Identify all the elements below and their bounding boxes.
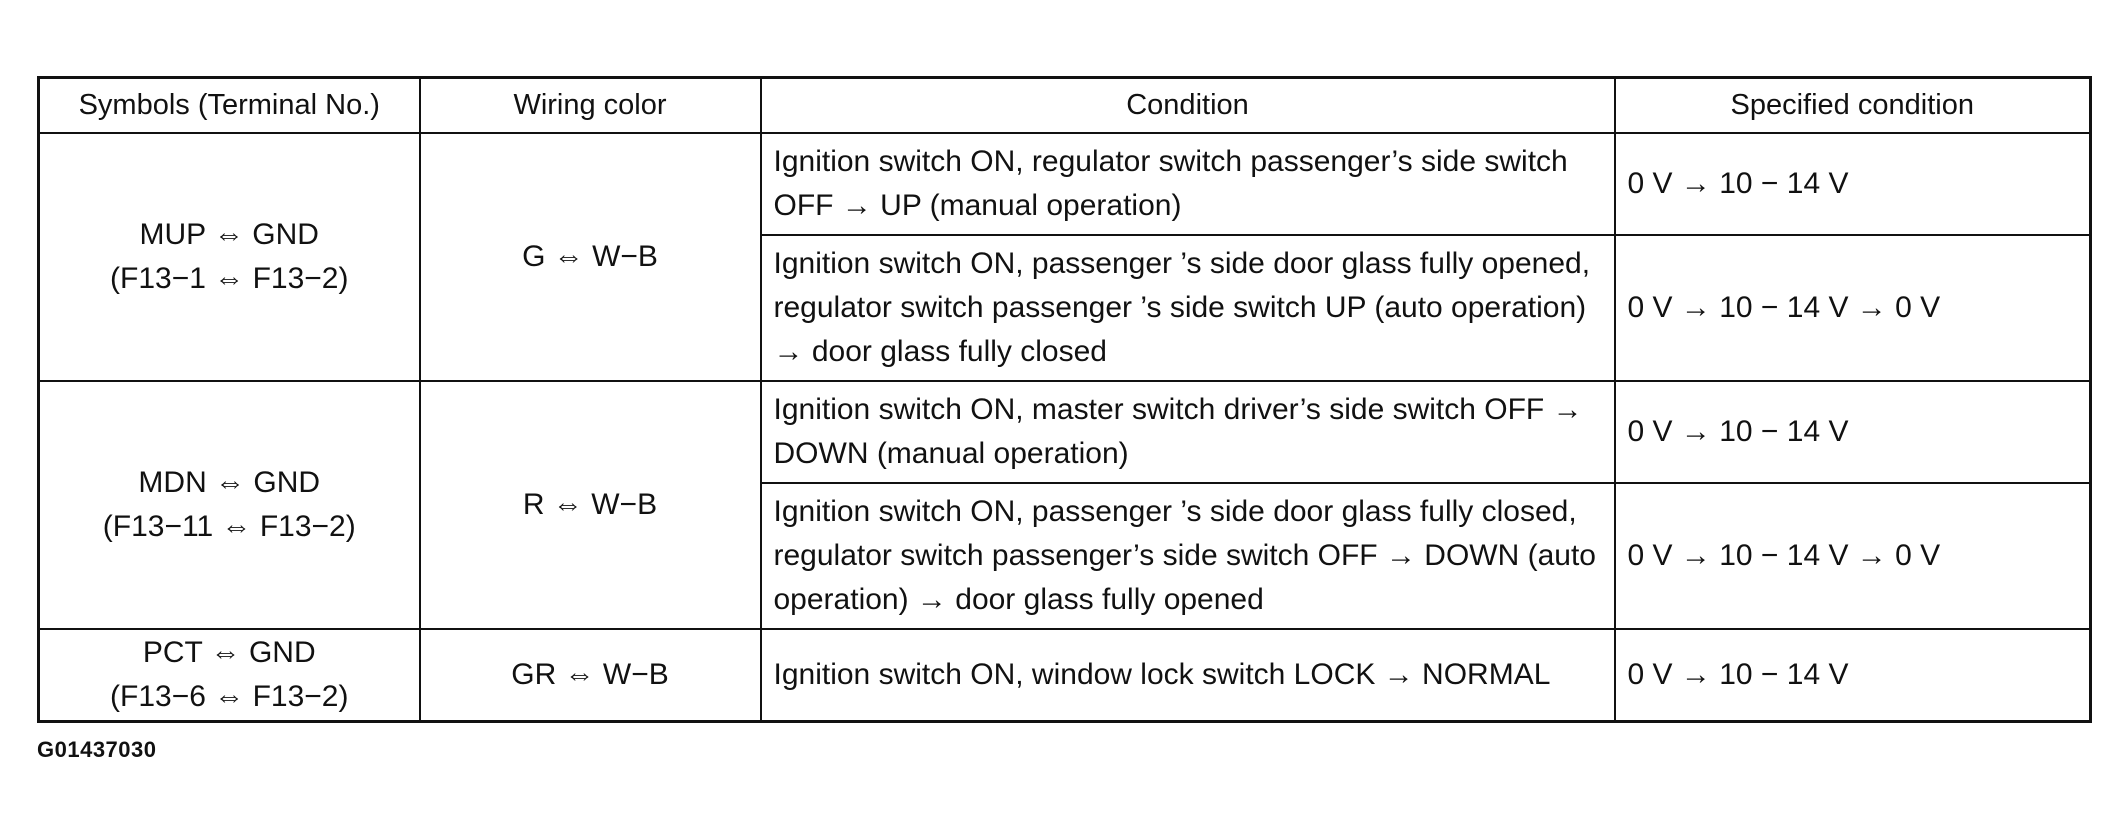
symbol-label: PCT ⇔ GND — [142, 636, 316, 669]
header-specified-condition: Specified condition — [1613, 76, 2092, 134]
table-row: Ignition switch ON, passenger ’s side do… — [39, 234, 2092, 382]
condition-cell: Ignition switch ON, regulator switch pas… — [759, 132, 1616, 236]
symbol-label: MUP ⇔ GND — [139, 218, 319, 251]
specified-condition-cell: 0 V → 10 − 14 V — [1613, 380, 2092, 484]
symbol-cell: MUP ⇔ GND (F13−1 ⇔ F13−2) — [37, 132, 421, 382]
header-wiring-color: Wiring color — [418, 76, 762, 134]
table-row: PCT ⇔ GND (F13−6 ⇔ F13−2) GR ⇔ W−B Ignit… — [37, 628, 2092, 723]
condition-cell: Ignition switch ON, master switch driver… — [759, 380, 1616, 484]
header-condition: Condition — [759, 76, 1616, 134]
condition-cell: Ignition switch ON, passenger ’s side do… — [759, 234, 1616, 382]
specified-condition-cell: 0 V → 10 − 14 V — [1613, 628, 2092, 723]
terminal-label: (F13−1 ⇔ F13−2) — [110, 262, 349, 295]
symbol-label: MDN ⇔ GND — [138, 466, 321, 499]
header-symbols: Symbols (Terminal No.) — [37, 76, 421, 134]
wiring-color-cell: G ⇔ W−B — [418, 132, 762, 382]
symbol-cell: PCT ⇔ GND (F13−6 ⇔ F13−2) — [37, 628, 421, 723]
condition-cell: Ignition switch ON, window lock switch L… — [759, 628, 1616, 723]
terminal-spec-table: Symbols (Terminal No.) Wiring color Cond… — [37, 76, 2092, 723]
terminal-label: (F13−11 ⇔ F13−2) — [102, 510, 356, 543]
wiring-color-cell: GR ⇔ W−B — [418, 628, 762, 723]
condition-cell: Ignition switch ON, passenger ’s side do… — [759, 482, 1616, 630]
table-row: MUP ⇔ GND (F13−1 ⇔ F13−2) G ⇔ W−B Igniti… — [37, 132, 2092, 382]
figure-code: G01437030 — [37, 737, 157, 762]
table-row: MDN ⇔ GND (F13−11 ⇔ F13−2) R ⇔ W−B Ignit… — [37, 380, 2092, 630]
symbol-cell: MDN ⇔ GND (F13−11 ⇔ F13−2) — [37, 380, 421, 630]
wiring-color-cell: R ⇔ W−B — [418, 380, 762, 630]
specified-condition-cell: 0 V → 10 − 14 V → 0 V — [1613, 234, 2092, 382]
terminal-label: (F13−6 ⇔ F13−2) — [110, 680, 349, 713]
specified-condition-cell: 0 V → 10 − 14 V — [1613, 132, 2092, 236]
table-row: Ignition switch ON, passenger ’s side do… — [39, 482, 2092, 630]
specified-condition-cell: 0 V → 10 − 14 V → 0 V — [1613, 482, 2092, 630]
table-header-row: Symbols (Terminal No.) Wiring color Cond… — [37, 76, 2092, 134]
